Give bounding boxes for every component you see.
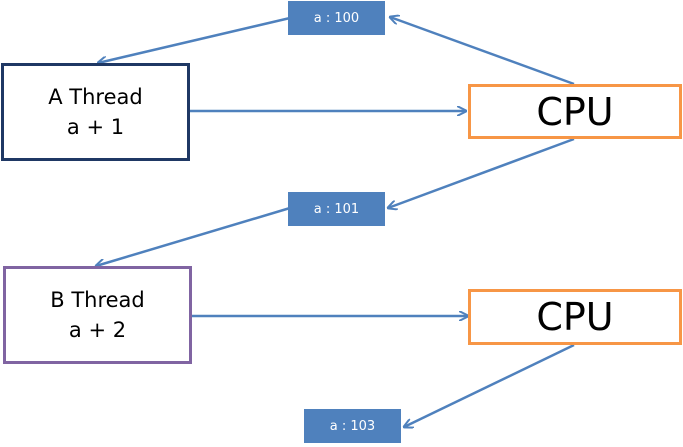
cpu-box-2: CPU xyxy=(468,289,682,345)
cpu-2-label: CPU xyxy=(536,295,614,339)
a-thread-title: A Thread xyxy=(48,85,143,109)
b-thread-operation: a + 2 xyxy=(68,318,127,342)
cpu-1-label: CPU xyxy=(536,89,614,134)
a-thread-operation: a + 1 xyxy=(66,115,125,139)
a-thread-box: A Thread a + 1 xyxy=(1,63,190,161)
value-tag-a-103: a : 103 xyxy=(304,409,401,443)
arrow-value-101-to-b-thread xyxy=(96,206,291,266)
b-thread-box: B Thread a + 2 xyxy=(3,266,192,364)
cpu-box-1: CPU xyxy=(468,84,682,139)
arrow-cpu1-to-value-101 xyxy=(388,137,575,208)
value-tag-a-101: a : 101 xyxy=(288,192,385,226)
arrow-cpu1-to-value-100 xyxy=(390,17,575,86)
value-tag-a-100: a : 100 xyxy=(288,1,385,35)
arrow-cpu2-to-value-103 xyxy=(404,343,575,427)
b-thread-title: B Thread xyxy=(50,288,145,312)
arrow-value-100-to-a-thread xyxy=(98,16,291,63)
